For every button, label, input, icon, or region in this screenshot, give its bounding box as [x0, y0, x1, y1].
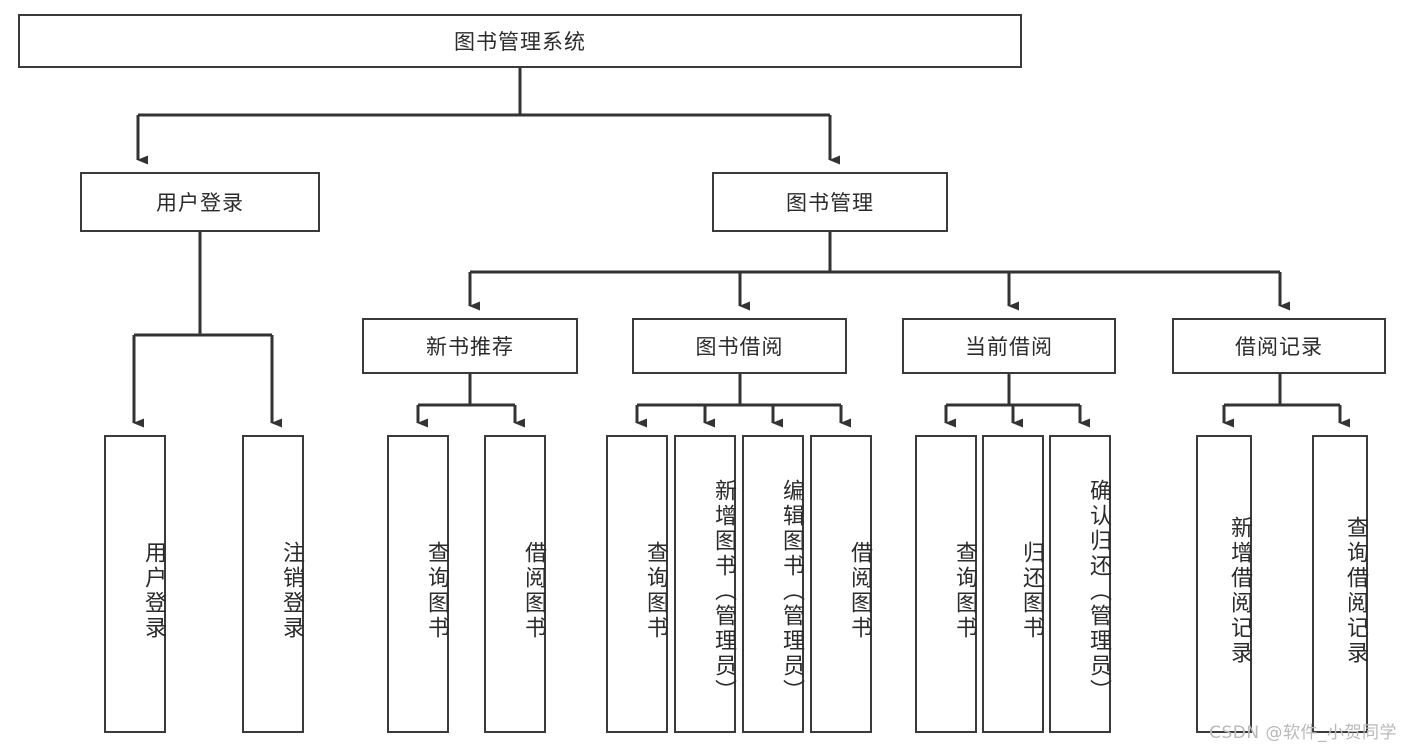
node-label: 借阅图书	[521, 541, 546, 641]
node-book-manage[interactable]: 图书管理	[712, 172, 948, 232]
node-label: 图书管理系统	[454, 30, 586, 54]
node-label: 查询图书	[424, 541, 449, 641]
node-label: 编辑图书（管理员）	[779, 478, 804, 704]
node-label: 用户登录	[141, 541, 166, 641]
leaf-add-book[interactable]: 新增图书（管理员）	[674, 435, 736, 733]
node-user-login[interactable]: 用户登录	[80, 172, 320, 232]
node-label: 借阅图书	[847, 541, 872, 641]
node-label: 查询借阅记录	[1343, 516, 1368, 666]
node-label: 注销登录	[279, 541, 304, 641]
node-new-book-recommend[interactable]: 新书推荐	[362, 318, 578, 374]
node-label: 新增图书（管理员）	[711, 478, 736, 704]
node-label: 新增借阅记录	[1227, 516, 1252, 666]
node-current-borrow[interactable]: 当前借阅	[902, 318, 1116, 374]
leaf-query-record[interactable]: 查询借阅记录	[1312, 435, 1368, 733]
node-label: 图书管理	[786, 191, 874, 215]
node-book-borrow[interactable]: 图书借阅	[632, 318, 847, 374]
node-label: 新书推荐	[426, 335, 514, 359]
watermark-text: CSDN @软件_小贺同学	[1209, 723, 1397, 743]
node-root[interactable]: 图书管理系统	[18, 14, 1022, 68]
node-label: 当前借阅	[965, 335, 1053, 359]
leaf-confirm-return[interactable]: 确认归还（管理员）	[1049, 435, 1111, 733]
node-label: 查询图书	[643, 541, 668, 641]
node-label: 用户登录	[156, 191, 244, 215]
node-label: 归还图书	[1019, 541, 1044, 641]
node-label: 借阅记录	[1235, 335, 1323, 359]
leaf-borrow-book-2[interactable]: 借阅图书	[810, 435, 872, 733]
node-label: 图书借阅	[695, 335, 784, 359]
node-label: 确认归还（管理员）	[1086, 478, 1111, 704]
leaf-logout[interactable]: 注销登录	[242, 435, 304, 733]
leaf-query-book-1[interactable]: 查询图书	[387, 435, 449, 733]
leaf-return-book[interactable]: 归还图书	[982, 435, 1044, 733]
node-label: 查询图书	[952, 541, 977, 641]
node-borrow-record[interactable]: 借阅记录	[1172, 318, 1386, 374]
leaf-query-book-3[interactable]: 查询图书	[915, 435, 977, 733]
leaf-borrow-book-1[interactable]: 借阅图书	[484, 435, 546, 733]
leaf-add-record[interactable]: 新增借阅记录	[1196, 435, 1252, 733]
leaf-user-login[interactable]: 用户登录	[104, 435, 166, 733]
leaf-query-book-2[interactable]: 查询图书	[606, 435, 668, 733]
leaf-edit-book[interactable]: 编辑图书（管理员）	[742, 435, 804, 733]
